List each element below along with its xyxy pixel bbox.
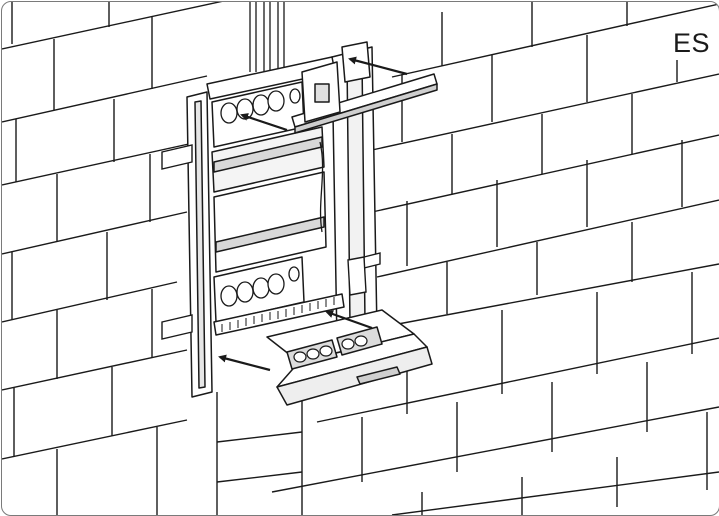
shelf-device-circles [293, 335, 368, 363]
direction-arrows [218, 56, 408, 372]
wall-brackets [161, 144, 381, 340]
language-label: ES [669, 28, 713, 58]
conduits [249, 2, 285, 74]
knockouts-bottom [220, 266, 300, 307]
arrow-top-right [348, 56, 408, 76]
arrow-top-left [240, 113, 288, 132]
cable [319, 141, 324, 233]
arrow-bottom-left [218, 354, 271, 372]
arrow-bottom-right [325, 310, 373, 330]
comb-teeth [221, 297, 335, 332]
